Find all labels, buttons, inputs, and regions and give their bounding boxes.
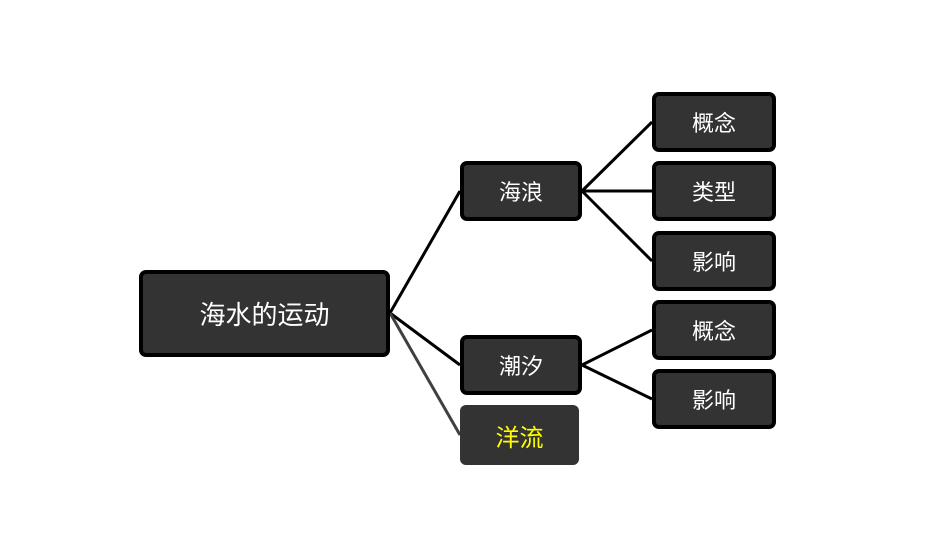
connector-root-tide — [389, 311, 461, 367]
root-node-label: 海水的运动 — [199, 301, 330, 331]
connector-tide-leaf-1 — [581, 328, 653, 367]
root-node[interactable]: 海水的运动 — [139, 270, 390, 357]
connector-wave-leaf-1 — [580, 120, 654, 193]
leaf-node-label: 影响 — [691, 389, 736, 414]
branch-node-currents[interactable]: 洋流 — [460, 405, 579, 465]
leaf-node-waves-impact[interactable]: 影响 — [652, 231, 776, 291]
connector-tide-leaf-2 — [581, 363, 653, 401]
branch-node-label: 海浪 — [498, 181, 543, 206]
leaf-node-label: 概念 — [691, 112, 736, 137]
leaf-node-tides-concept[interactable]: 概念 — [652, 300, 776, 360]
leaf-node-label: 类型 — [691, 181, 736, 206]
connector-wave-leaf-3 — [580, 189, 654, 263]
leaf-node-tides-impact[interactable]: 影响 — [652, 369, 776, 429]
branch-node-waves[interactable]: 海浪 — [460, 161, 582, 221]
branch-node-label: 潮汐 — [498, 355, 543, 380]
branch-node-tides[interactable]: 潮汐 — [460, 335, 582, 395]
connector-root-wave — [388, 190, 462, 314]
leaf-node-label: 概念 — [691, 320, 736, 345]
connector-root-current — [388, 312, 462, 436]
branch-node-label: 洋流 — [495, 423, 544, 452]
leaf-node-waves-concept[interactable]: 概念 — [652, 92, 776, 152]
leaf-node-waves-types[interactable]: 类型 — [652, 161, 776, 221]
leaf-node-label: 影响 — [691, 251, 736, 276]
